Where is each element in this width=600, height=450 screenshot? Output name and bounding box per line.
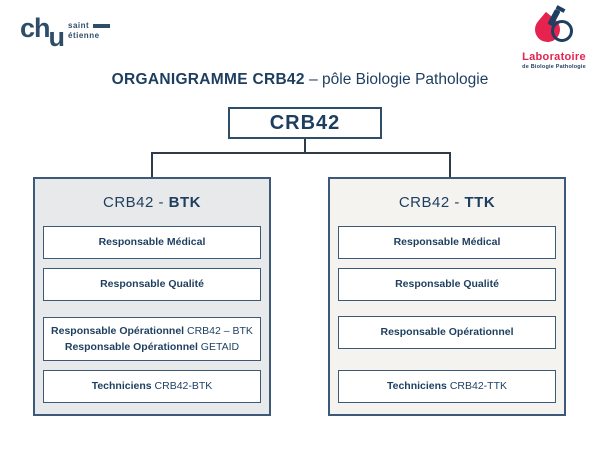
laboratoire-logo: Laboratoire de Biologie Pathologie (512, 5, 596, 70)
panel-ttk-header: CRB42 - TTK (330, 194, 564, 211)
panel-btk-header-prefix: CRB42 - (102, 194, 169, 211)
connector-left-drop (151, 153, 153, 178)
blood-drop-microscope-icon (529, 5, 577, 50)
laboratoire-logo-subtitle: de Biologie Pathologie (522, 64, 586, 70)
page-title: ORGANIGRAMME CRB42 – pôle Biologie Patho… (0, 71, 600, 89)
node-btk-responsable-medical: Responsable Médical (43, 226, 261, 259)
chu-logo-wordmark: ch u (20, 13, 65, 52)
page-title-bold: ORGANIGRAMME CRB42 (111, 71, 305, 88)
microscope-base-icon (551, 20, 573, 42)
panel-ttk-header-bold: TTK (464, 194, 496, 211)
node-line: Responsable Qualité (100, 278, 204, 291)
chu-logo-saint: saint (68, 21, 90, 30)
node-btk-responsable-qualite: Responsable Qualité (43, 268, 261, 301)
connector-right-drop (449, 153, 451, 178)
connector-root-stub (304, 139, 306, 153)
chu-logo-etienne: étienne (68, 30, 100, 40)
laboratoire-logo-name: Laboratoire (522, 51, 586, 63)
connector-horizontal (151, 152, 451, 154)
chu-logo-u: u (48, 22, 65, 52)
panel-btk-header: CRB42 - BTK (35, 194, 269, 211)
panel-ttk-header-prefix: CRB42 - (398, 194, 465, 211)
node-btk-responsables-operationnels: Responsable Opérationnel CRB42 – BTK Res… (43, 317, 261, 361)
root-node-crb42: CRB42 (228, 107, 382, 139)
node-line: Responsable Médical (98, 236, 206, 249)
node-line: Responsable Opérationnel (380, 326, 514, 339)
panel-crb42-btk: CRB42 - BTK Responsable Médical Responsa… (33, 177, 271, 416)
node-ttk-techniciens: Techniciens CRB42-TTK (338, 370, 556, 403)
chu-logo-dash (93, 23, 111, 28)
node-line: Responsable Médical (393, 236, 501, 249)
node-btk-techniciens: Techniciens CRB42-BTK (43, 370, 261, 403)
page-title-rest: – pôle Biologie Pathologie (304, 71, 489, 88)
node-line: Responsable Opérationnel GETAID (64, 341, 240, 353)
node-ttk-responsable-medical: Responsable Médical (338, 226, 556, 259)
chu-logo-ch: ch (20, 13, 50, 43)
chu-logo-city: saint étienne (68, 21, 111, 40)
panel-crb42-ttk: CRB42 - TTK Responsable Médical Responsa… (328, 177, 566, 416)
node-line: Responsable Opérationnel CRB42 – BTK (51, 324, 253, 337)
node-line: Techniciens CRB42-TTK (386, 380, 507, 393)
node-ttk-responsable-operationnel: Responsable Opérationnel (338, 316, 556, 349)
root-node-label: CRB42 (269, 111, 341, 134)
node-line: Responsable Qualité (395, 278, 499, 291)
chu-saint-etienne-logo: ch u saint étienne (20, 13, 111, 52)
panel-btk-header-bold: BTK (168, 194, 201, 211)
node-ttk-responsable-qualite: Responsable Qualité (338, 268, 556, 301)
node-line: Techniciens CRB42-BTK (91, 380, 213, 393)
